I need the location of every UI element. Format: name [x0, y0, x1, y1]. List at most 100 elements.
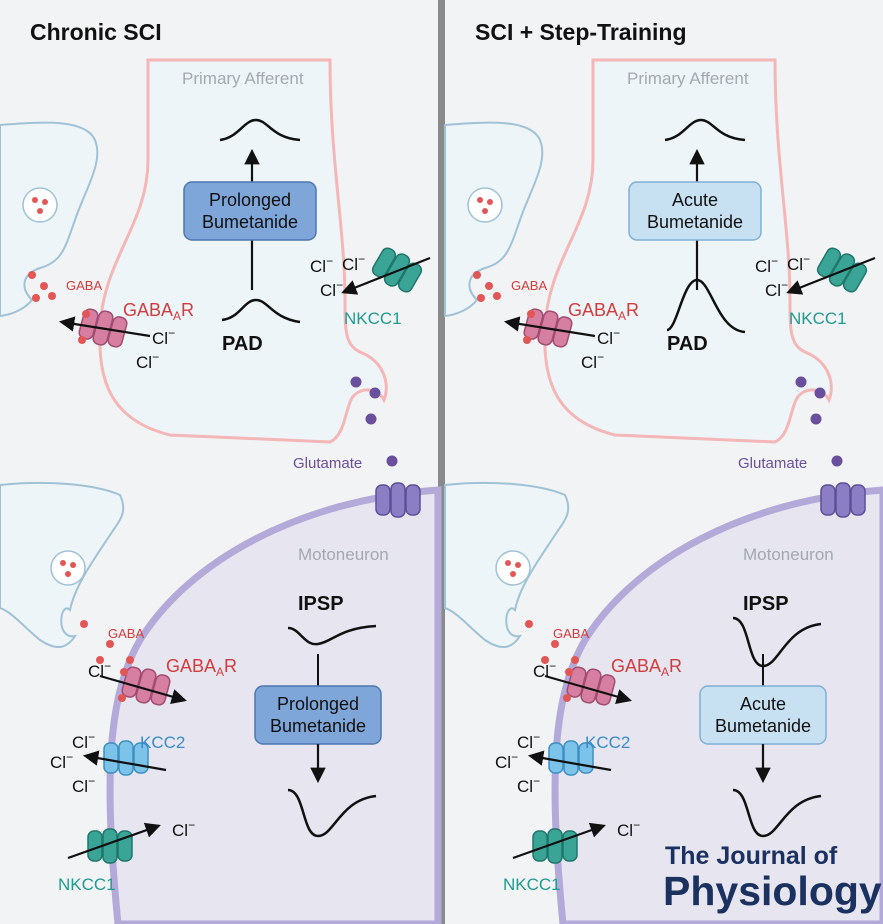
glutamate-receptor	[375, 482, 421, 518]
chloride-label: Cl−	[172, 818, 195, 840]
gaba-molecule	[32, 197, 38, 203]
primary-afferent-label: Primary Afferent	[627, 69, 749, 88]
panel-divider	[438, 0, 445, 924]
journal-logo: The Journal of Physiology	[663, 842, 882, 914]
chloride-influx-arrow-lower	[99, 674, 187, 705]
nkcc1-transporter-upper-subunit	[397, 262, 423, 293]
chloride-label: Cl−	[597, 326, 620, 348]
motoneuron-label: Motoneuron	[298, 545, 389, 564]
nkcc1-transporter-upper-subunit	[816, 247, 842, 278]
nkcc1-transporter-upper-subunit	[371, 247, 397, 278]
glutamate-label: Glutamate	[738, 455, 807, 472]
gaba-molecule	[487, 199, 493, 205]
gaba-bound	[565, 668, 573, 676]
gaba-molecule	[70, 562, 76, 568]
gaba-molecule	[510, 571, 516, 577]
gaba-bound	[120, 668, 128, 676]
gaba-molecule	[515, 562, 521, 568]
gaba-bound	[118, 694, 126, 702]
glutamate-receptor-subunit	[835, 482, 851, 518]
chloride-label: Cl−	[72, 774, 95, 796]
gabaar-label-upper: GABAAR	[568, 300, 639, 323]
glutamate-molecule	[365, 413, 377, 425]
journal-line2: Physiology	[663, 868, 882, 914]
kcc2-efflux-arrow	[527, 750, 612, 772]
ipsp-label: IPSP	[743, 593, 789, 615]
synaptic-vesicle	[467, 187, 503, 223]
gaba-molecule	[28, 271, 36, 279]
gaba-bound	[527, 310, 535, 318]
pad-result-trace	[664, 118, 746, 142]
chloride-label: Cl−	[517, 774, 540, 796]
gaba-label-lower: GABA	[553, 626, 589, 641]
glutamate-receptor	[820, 482, 866, 518]
afferent-drug-box-line: Prolonged	[209, 190, 291, 210]
gaba-molecule	[505, 560, 511, 566]
gaba-label-lower: GABA	[108, 626, 144, 641]
gaba-molecule	[541, 656, 549, 664]
glutamate-label: Glutamate	[293, 455, 362, 472]
chloride-efflux-arrow-upper	[503, 316, 596, 338]
gaba-molecule	[126, 656, 134, 664]
glutamate-molecule	[386, 455, 398, 467]
glutamate-molecule	[350, 376, 362, 388]
gabaar-receptor-lower-subunit	[150, 674, 171, 706]
afferent-drug-box-line: Bumetanide	[647, 212, 743, 232]
glutamate-receptor-subunit	[405, 484, 421, 516]
glutamate-receptor-subunit	[390, 482, 406, 518]
gaba-molecule	[493, 292, 501, 300]
gaba-molecule	[80, 620, 88, 628]
nkcc1-transporter-lower	[532, 828, 578, 864]
nkcc1-influx-arrow-upper	[341, 256, 431, 295]
kcc2-transporter	[548, 740, 594, 776]
gaba-molecule	[477, 197, 483, 203]
ipsp-label: IPSP	[298, 593, 344, 615]
gaba-molecule	[60, 560, 66, 566]
motoneuron-label: Motoneuron	[743, 545, 834, 564]
gabaar-label-lower: GABAAR	[611, 656, 682, 679]
glutamate-molecule	[369, 387, 381, 399]
afferent-drug-box-line: Acute	[672, 190, 718, 210]
gaba-molecule	[106, 640, 114, 648]
kcc2-efflux-arrow	[82, 750, 167, 772]
chloride-label: Cl−	[310, 254, 333, 276]
ipsp-result-trace	[732, 788, 822, 838]
nkcc1-influx-arrow-upper	[786, 256, 876, 295]
synaptic-vesicle	[495, 550, 531, 586]
gaba-bound	[78, 336, 86, 344]
chloride-label: Cl−	[787, 252, 810, 274]
chloride-label: Cl−	[755, 254, 778, 276]
nkcc1-label-lower: NKCC1	[58, 875, 116, 894]
chloride-label: Cl−	[617, 818, 640, 840]
gabaar-receptor-lower-subunit	[580, 668, 602, 704]
gaba-molecule	[48, 292, 56, 300]
chloride-label: Cl−	[533, 659, 556, 681]
panel-chronic-sci: Primary AfferentPADProlongedBumetanideGA…	[0, 19, 442, 924]
pad-label: PAD	[667, 333, 708, 355]
chloride-efflux-arrow-upper	[58, 316, 151, 338]
panel-step-training: Primary AfferentPADAcuteBumetanideGABAGA…	[444, 19, 883, 924]
gabaar-receptor-lower-subunit	[135, 668, 157, 704]
nkcc1-transporter-lower-subunit	[547, 828, 563, 864]
gaba-molecule	[96, 656, 104, 664]
gaba-bound	[523, 336, 531, 344]
nkcc1-influx-arrow-lower	[512, 822, 606, 860]
kcc2-transporter-subunit	[548, 742, 564, 774]
gabaar-receptor-lower-subunit	[595, 674, 616, 706]
nkcc1-influx-arrow-lower	[67, 822, 161, 860]
nkcc1-label-upper: NKCC1	[344, 309, 402, 328]
chloride-label: Cl−	[136, 350, 159, 372]
afferent-drug-box-line: Bumetanide	[202, 212, 298, 232]
glutamate-molecule	[831, 455, 843, 467]
primary-afferent-label: Primary Afferent	[182, 69, 304, 88]
nkcc1-transporter-lower	[87, 828, 133, 864]
chloride-label: Cl−	[152, 326, 175, 348]
glutamate-receptor-subunit	[850, 484, 866, 516]
chloride-label: Cl−	[517, 730, 540, 752]
gaba-molecule	[32, 294, 40, 302]
panel-title: Chronic SCI	[30, 19, 162, 45]
motoneuron-drug-box-line: Bumetanide	[715, 716, 811, 736]
